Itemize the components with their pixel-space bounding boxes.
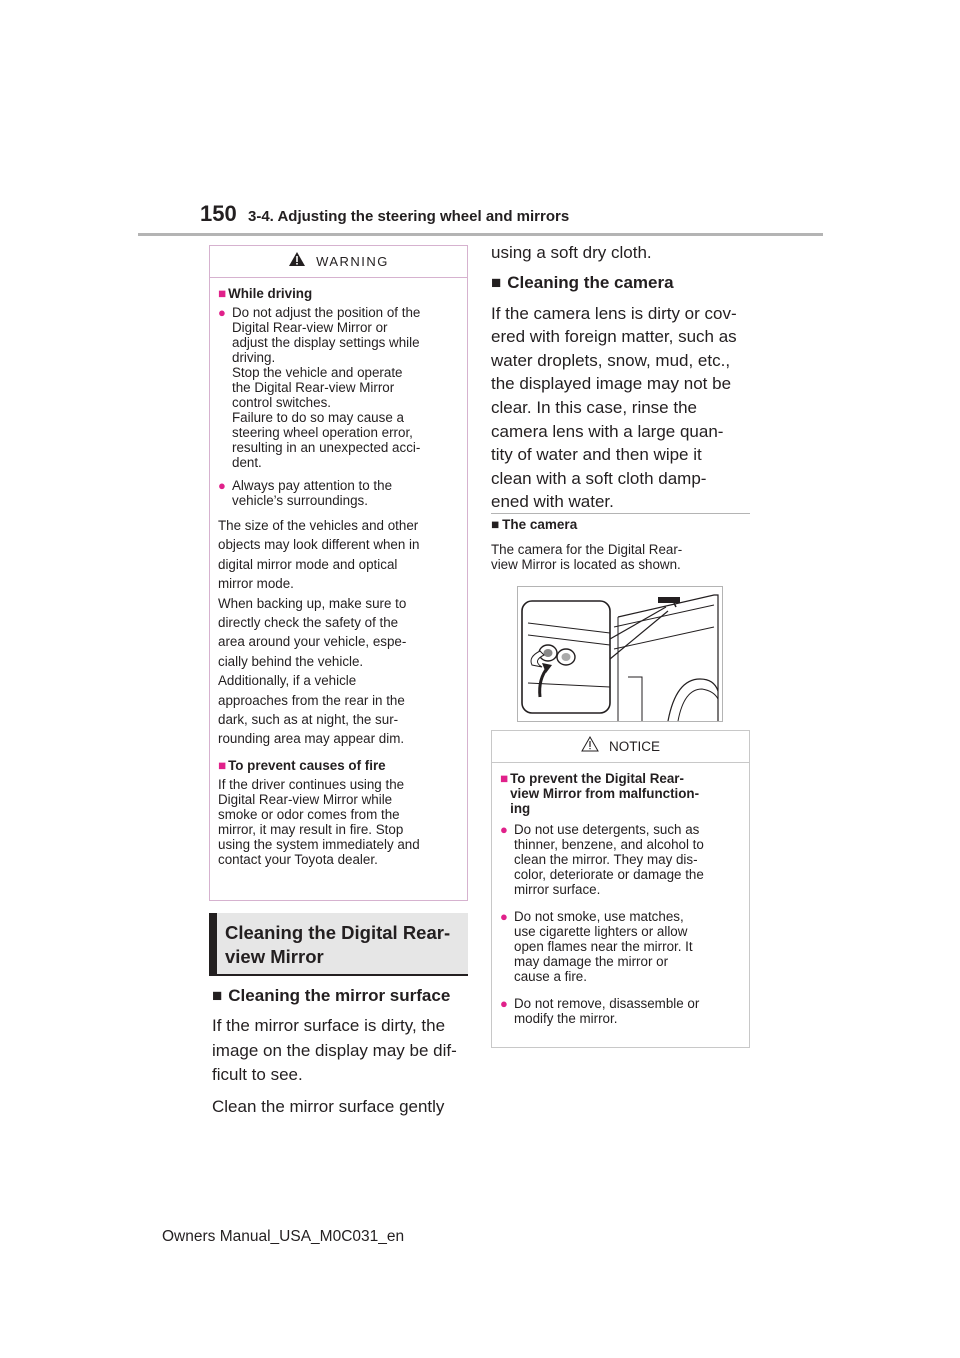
bullet-dot-icon: ● [500, 909, 508, 924]
square-marker-icon: ■ [218, 286, 227, 301]
notice-heading: ■ To prevent the Digital Rear-view Mirro… [500, 771, 700, 816]
notice-header: NOTICE [492, 731, 749, 763]
square-marker-icon: ■ [500, 771, 509, 786]
while-driving-heading: ■While driving [218, 286, 313, 301]
warning-header: WARNING [210, 246, 467, 278]
bullet-dot-icon: ● [218, 305, 226, 320]
mirror-cleaning-section: ■Cleaning the mirror surface If the mirr… [212, 984, 474, 1119]
notice-title: NOTICE [608, 739, 660, 754]
square-marker-icon: ■ [491, 517, 500, 532]
camera-location-figure [517, 586, 723, 722]
notice-bullet: ● Do not smoke, use matches,use cigarett… [500, 909, 693, 984]
bullet-dot-icon: ● [500, 996, 508, 1011]
notice-box: NOTICE ■ To prevent the Digital Rear-vie… [491, 730, 750, 1048]
warning-title: WARNING [316, 254, 389, 269]
cleaning-heading: Cleaning the Digital Rear-view Mirror [209, 913, 468, 976]
section-title: 3-4. Adjusting the steering wheel and mi… [248, 208, 570, 225]
page-number: 150 [200, 201, 237, 226]
warning-triangle-icon [288, 251, 306, 272]
square-marker-icon: ■ [218, 757, 227, 773]
camera-info-text: The camera for the Digital Rear-view Mir… [491, 542, 683, 572]
truck-camera-illustration [521, 594, 719, 722]
footer-text: Owners Manual_USA_M0C031_en [162, 1228, 405, 1245]
camera-info-heading: ■The camera [491, 517, 578, 532]
camera-cleaning-heading: ■Cleaning the camera [491, 273, 674, 293]
header-rule [138, 233, 823, 236]
mirror-cleaning-heading: ■Cleaning the mirror surface [212, 986, 451, 1005]
notice-triangle-icon [581, 735, 599, 757]
square-marker-icon: ■ [491, 273, 502, 293]
warning-box: WARNING ■While driving ● Do not adjust t… [209, 245, 468, 901]
square-marker-icon: ■ [212, 986, 223, 1005]
fire-heading: ■To prevent causes of fire [218, 757, 386, 773]
bullet-dot-icon: ● [500, 822, 508, 837]
divider [491, 513, 750, 514]
bullet-dot-icon: ● [218, 478, 226, 493]
camera-cleaning-section: using a soft dry cloth. ■Cleaning the ca… [491, 241, 753, 514]
